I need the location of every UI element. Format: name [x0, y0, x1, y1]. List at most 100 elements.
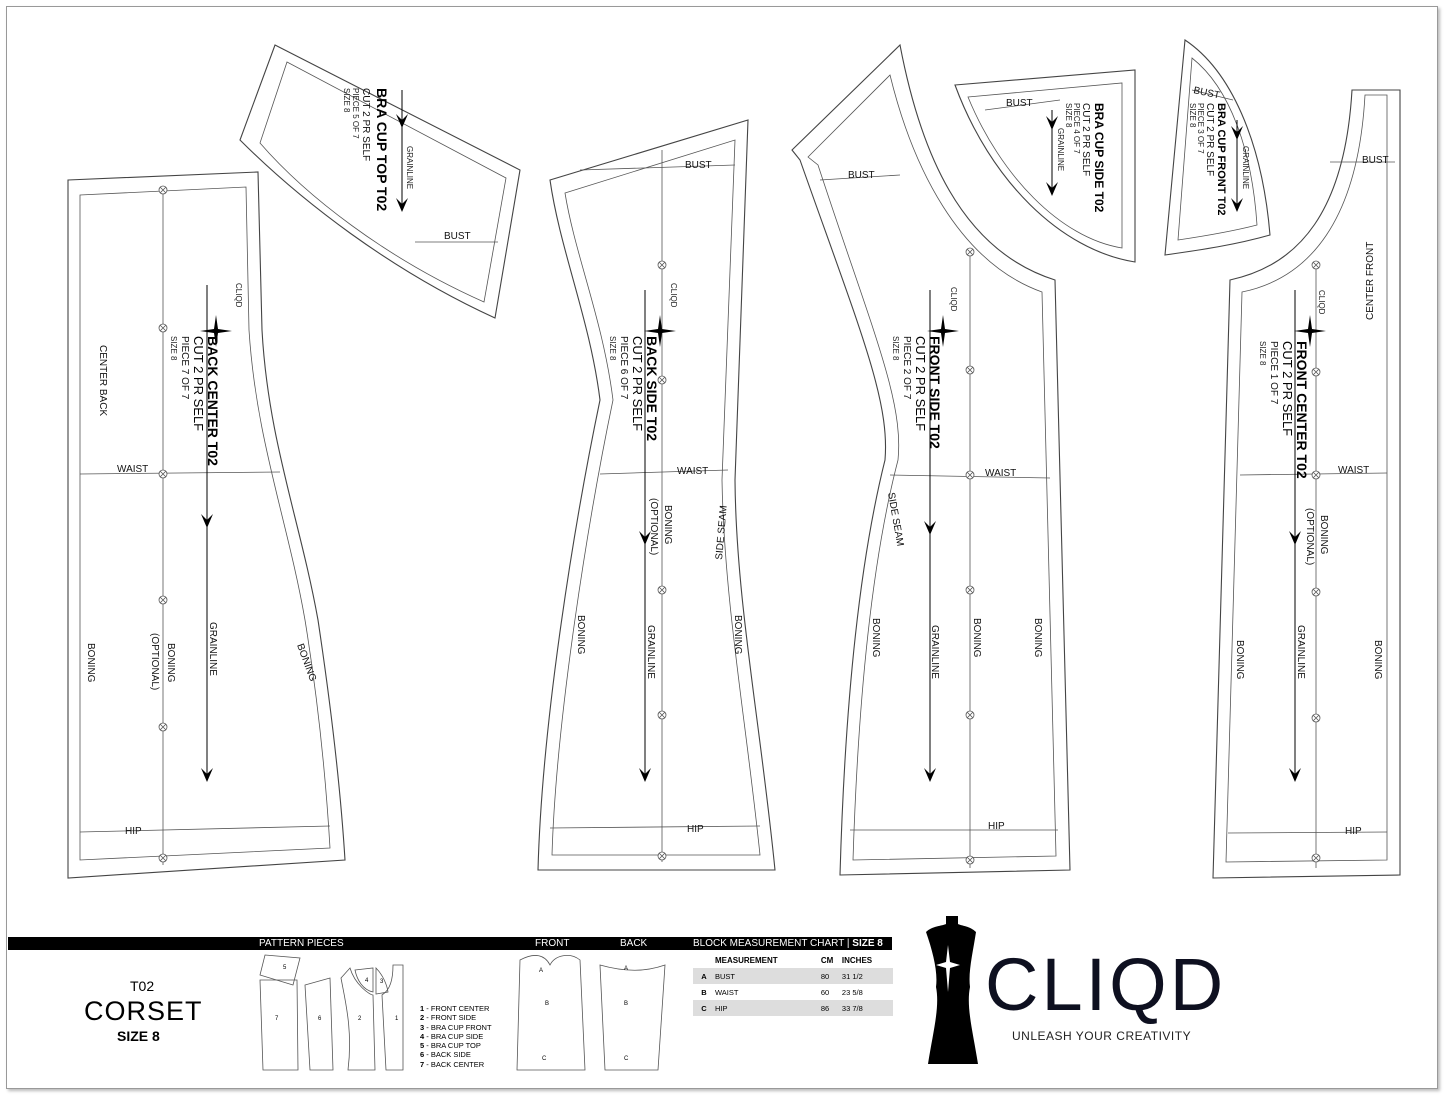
- piece-size: SIZE 8: [1258, 341, 1267, 366]
- label-waist: WAIST: [985, 468, 1016, 479]
- measurement-chart-title: BLOCK MEASUREMENT CHART | SIZE 8: [693, 938, 883, 949]
- piece-number: PIECE 5 OF 7: [351, 88, 360, 139]
- thumb-number: 6: [318, 1016, 322, 1022]
- piece-number: PIECE 4 OF 7: [1072, 103, 1081, 154]
- piece-number: PIECE 7 OF 7: [179, 336, 190, 400]
- row-name: BUST: [715, 968, 821, 984]
- row-inches: 33 7/8: [841, 1000, 893, 1016]
- label-grainline: GRAINLINE: [1056, 128, 1065, 171]
- label-boning: BONING: [85, 643, 96, 683]
- piece-front-side: BUST WAIST HIP CLIQD FRONT SIDE T02 CUT …: [791, 43, 1071, 876]
- piece-size: SIZE 8: [1064, 103, 1073, 128]
- list-item: 2 - FRONT SIDE: [420, 1013, 492, 1022]
- label-center-back: CENTER BACK: [97, 345, 108, 416]
- row-inches: 31 1/2: [841, 968, 893, 984]
- label-grainline: GRAINLINE: [1295, 625, 1306, 679]
- label-boning-optional: BONING: [165, 643, 176, 683]
- footer-header-bar: [8, 937, 892, 950]
- label-waist: WAIST: [1338, 465, 1369, 476]
- label-boning-optional: BONING: [1318, 515, 1329, 555]
- piece-cut: CUT 2 PR SELF: [191, 336, 206, 431]
- label-bust: BUST: [1362, 155, 1389, 166]
- piece-list: 1 - FRONT CENTER 2 - FRONT SIDE 3 - BRA …: [420, 1004, 492, 1069]
- piece-number: PIECE 6 OF 7: [618, 336, 629, 400]
- piece-title: BRA CUP SIDE T02: [1092, 103, 1106, 213]
- label-boning: BONING: [575, 615, 586, 655]
- list-item: 5 - BRA CUP TOP: [420, 1041, 492, 1050]
- piece-list-number: 5: [420, 1041, 425, 1051]
- piece-bra-cup-top: BUST GRAINLINE BRA CUP TOP T02 CUT 2 PR …: [239, 44, 521, 319]
- piece-cut: CUT 2 PR SELF: [913, 336, 928, 431]
- label-side-seam: SIDE SEAM: [885, 492, 905, 548]
- row-inches: 23 5/8: [841, 987, 863, 997]
- piece-list-number: 2: [420, 1013, 425, 1023]
- label-grainline: GRAINLINE: [405, 146, 414, 189]
- thumb-letter: B: [545, 1001, 549, 1007]
- list-item: 1 - FRONT CENTER: [420, 1004, 492, 1013]
- brand-mark: CLIQD: [669, 283, 678, 308]
- row-name: WAIST: [715, 987, 739, 997]
- thumb-letter: C: [542, 1056, 547, 1062]
- label-boning-optional: BONING: [662, 505, 673, 545]
- list-item: 6 - BACK SIDE: [420, 1050, 492, 1059]
- label-bust: BUST: [685, 160, 712, 171]
- thumb-number: 3: [380, 979, 384, 985]
- piece-size: SIZE 8: [608, 336, 617, 361]
- piece-cut: CUT 2 PR SELF: [630, 336, 645, 431]
- row-key: C: [693, 1000, 715, 1016]
- label-side-seam: SIDE SEAM: [714, 505, 730, 560]
- piece-cut: CUT 2 PR SELF: [1204, 103, 1215, 176]
- piece-list-number: 7: [420, 1059, 425, 1069]
- piece-list-name: - FRONT SIDE: [424, 1013, 477, 1023]
- piece-cut: CUT 2 PR SELF: [1280, 341, 1295, 436]
- label-hip: HIP: [1345, 826, 1362, 837]
- label-boning: BONING: [294, 642, 318, 683]
- thumb-letter: A: [539, 968, 543, 974]
- thumb-letter: B: [624, 1001, 628, 1007]
- piece-back-center: CLIQD BACK CENTER T02 CUT 2 PR SELF PIEC…: [67, 171, 346, 879]
- piece-title: BACK SIDE T02: [644, 336, 660, 441]
- style-size: SIZE 8: [117, 1028, 160, 1044]
- piece-list-name: - BRA CUP SIDE: [424, 1031, 484, 1041]
- row-cm: 80: [820, 968, 842, 984]
- style-code: T02: [130, 978, 155, 994]
- column-header: CM: [820, 956, 834, 965]
- column-header: INCHES: [841, 956, 873, 965]
- label-boning: BONING: [1234, 640, 1245, 680]
- piece-title: BRA CUP TOP T02: [374, 88, 390, 211]
- piece-list-number: 6: [420, 1050, 425, 1060]
- label-boning: BONING: [1032, 618, 1043, 658]
- piece-list-name: - FRONT CENTER: [424, 1004, 490, 1013]
- piece-title: FRONT CENTER T02: [1294, 341, 1310, 479]
- front-heading: FRONT: [535, 938, 570, 949]
- piece-list-name: - BRA CUP FRONT: [424, 1022, 492, 1032]
- chart-title-text: BLOCK MEASUREMENT CHART |: [693, 938, 853, 949]
- label-hip: HIP: [125, 826, 142, 837]
- list-item: 7 - BACK CENTER: [420, 1060, 492, 1069]
- piece-front-center: BUST WAIST HIP CLIQD FRONT CENTER T02 CU…: [1212, 89, 1401, 879]
- thumb-number: 2: [358, 1016, 362, 1022]
- label-boning: BONING: [870, 618, 881, 658]
- brand-tagline: UNLEASH YOUR CREATIVITY: [1012, 1029, 1192, 1043]
- label-optional: (OPTIONAL): [149, 633, 160, 690]
- piece-title: BRA CUP FRONT T02: [1215, 103, 1227, 215]
- piece-back-side: BUST WAIST HIP CLIQD BACK SIDE T02 CUT 2…: [537, 119, 776, 871]
- row-name: HIP: [715, 1000, 821, 1016]
- list-item: 3 - BRA CUP FRONT: [420, 1023, 492, 1032]
- label-optional: (OPTIONAL): [1304, 508, 1315, 565]
- list-item: 4 - BRA CUP SIDE: [420, 1032, 492, 1041]
- label-grainline: GRAINLINE: [645, 625, 656, 679]
- brand-mark: CLIQD: [949, 287, 958, 312]
- thumb-letter: C: [624, 1056, 629, 1062]
- label-grainline: GRAINLINE: [929, 625, 940, 679]
- piece-list-number: 3: [420, 1022, 425, 1032]
- piece-number: PIECE 2 OF 7: [901, 336, 912, 400]
- piece-list-name: - BACK SIDE: [424, 1050, 471, 1060]
- pattern-thumbnails: 5 7 6 2 4 3 1 A B C A B C: [259, 954, 666, 1071]
- brand-logo-text: CLIQD: [985, 943, 1227, 1026]
- back-heading: BACK: [620, 938, 648, 949]
- row-key: B: [701, 987, 707, 997]
- dress-form-logo-icon: [926, 916, 978, 1064]
